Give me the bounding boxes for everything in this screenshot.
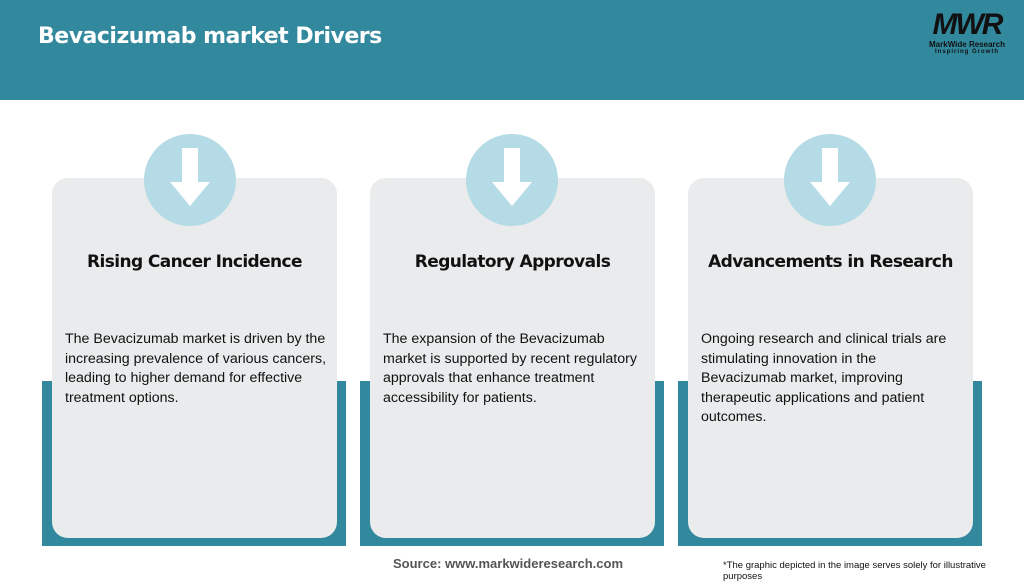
logo: MWR MarkWide Research Inspiring Growth xyxy=(922,10,1012,56)
driver-card: Advancements in Research Ongoing researc… xyxy=(688,178,973,538)
logo-tagline: Inspiring Growth xyxy=(935,49,999,55)
card-title: Rising Cancer Incidence xyxy=(87,252,303,272)
driver-card: Regulatory Approvals The expansion of th… xyxy=(370,178,655,538)
driver-card: Rising Cancer Incidence The Bevacizumab … xyxy=(52,178,337,538)
card-body: Ongoing research and clinical trials are… xyxy=(701,331,947,426)
card-title: Regulatory Approvals xyxy=(414,252,611,272)
disclaimer-note: *The graphic depicted in the image serve… xyxy=(723,560,986,582)
page-title: Bevacizumab market Drivers xyxy=(38,24,382,49)
card-title: Advancements in Research xyxy=(708,252,953,272)
arrow-down-icon xyxy=(784,134,876,226)
source-text: Source: www.markwideresearch.com xyxy=(393,556,624,571)
card-body: The expansion of the Bevacizumab market … xyxy=(383,331,637,406)
arrow-down-icon xyxy=(466,134,558,226)
header-banner: Bevacizumab market Drivers MWR MarkWide … xyxy=(0,0,1024,100)
arrow-down-icon xyxy=(144,134,236,226)
card-body: The Bevacizumab market is driven by the … xyxy=(65,331,327,406)
logo-name: MarkWide Research xyxy=(929,40,1005,49)
logo-mark: MWR xyxy=(932,8,1004,41)
